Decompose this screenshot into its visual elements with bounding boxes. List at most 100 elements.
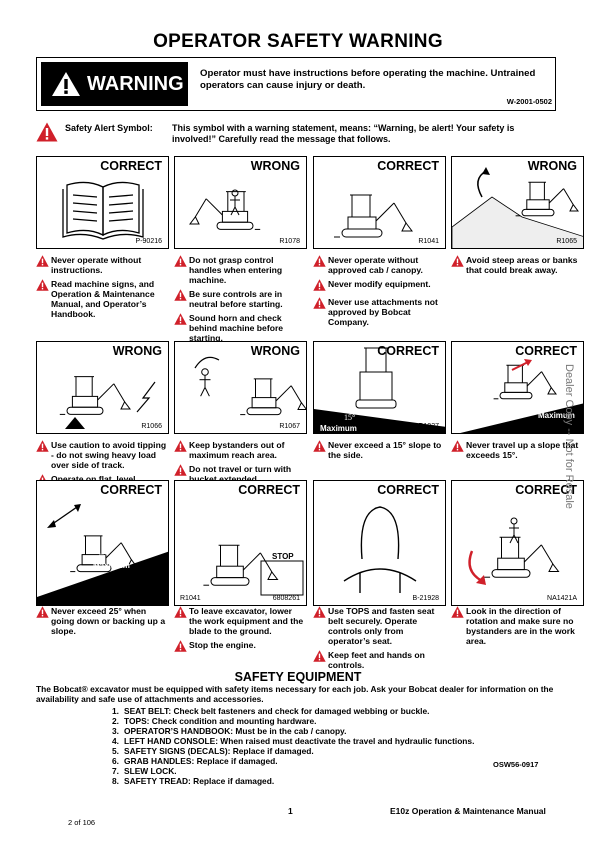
page-number: 1 — [288, 806, 293, 816]
caption-text: Never travel up a slope that exceeds 15°… — [466, 440, 579, 460]
warning-text: Operator must have instructions before o… — [200, 68, 536, 91]
operator-seat-drawing — [343, 506, 417, 593]
caption-item: Use TOPS and fasten seat belt securely. … — [313, 606, 446, 646]
page-of-total: 2 of 106 — [68, 818, 96, 827]
caption-text: Stop the engine. — [189, 640, 256, 650]
panel-code: P-90216 — [135, 238, 162, 245]
caption-item: Use caution to avoid tipping - do not sw… — [36, 440, 169, 470]
caption-text: Be sure controls are in neutral before s… — [189, 289, 283, 309]
panel-captions: Never operate without approved cab / can… — [313, 255, 446, 331]
list-item: 2.TOPS: Check condition and mounting har… — [112, 716, 317, 726]
panel-code: R1041 — [180, 595, 201, 602]
panel-code-2: 6808261 — [272, 595, 300, 602]
panel-code: NA1421A — [547, 595, 577, 602]
manual-title: E10z Operation & Maintenance Manual — [390, 806, 546, 816]
safety-alert-label: Safety Alert Symbol: — [65, 123, 153, 133]
list-item: 5.SAFETY SIGNS (DECALS): Replace if dama… — [112, 746, 314, 756]
alert-icon — [174, 640, 187, 652]
caption-item: Stop the engine. — [174, 640, 307, 654]
caption-text: Use TOPS and fasten seat belt securely. … — [328, 606, 435, 646]
alert-icon — [313, 650, 326, 662]
panel-illustration — [314, 347, 445, 433]
person-drawing — [509, 517, 519, 544]
panel-code: R1019 — [141, 595, 162, 602]
page-title: OPERATOR SAFETY WARNING — [153, 31, 443, 52]
panel-captions: Never exceed 25° when going down or back… — [36, 606, 169, 640]
panel-captions: Use TOPS and fasten seat belt securely. … — [313, 606, 446, 674]
arrow-icon — [136, 381, 156, 413]
panel-header: WRONG — [250, 344, 300, 358]
list-item: 1.SEAT BELT: Check belt fasteners and ch… — [112, 706, 430, 716]
stop-label: STOP — [272, 552, 294, 561]
alert-icon — [313, 279, 326, 291]
caption-item: Keep bystanders out of maximum reach are… — [174, 440, 307, 460]
panel-captions: Avoid steep areas or banks that could br… — [451, 255, 584, 279]
caption-text: To leave excavator, lower the work equip… — [189, 606, 304, 636]
caption-text: Keep feet and hands on controls. — [328, 650, 425, 670]
excavator-drawing — [59, 376, 131, 415]
panel-captions: Never exceed a 15° slope to the side. — [313, 440, 446, 464]
panel-captions: Never travel up a slope that exceeds 15°… — [451, 440, 584, 464]
alert-icon — [36, 606, 49, 618]
safety-panel: CORRECT NA1421A — [451, 480, 584, 606]
caption-text: Do not travel or turn with bucket extend… — [189, 464, 292, 484]
panel-illustration — [194, 356, 306, 416]
list-item: 3.OPERATOR’S HANDBOOK: Must be in the ca… — [112, 726, 347, 736]
panel-code: R1027 — [418, 423, 439, 430]
safety-alert-text: This symbol with a warning statement, me… — [172, 123, 515, 144]
caption-text: Read machine signs, and Operation & Main… — [51, 279, 155, 319]
alert-icon — [313, 255, 326, 267]
panel-illustration — [189, 189, 261, 230]
panel-captions: To leave excavator, lower the work equip… — [174, 606, 307, 658]
safety-equipment-title: SAFETY EQUIPMENT — [234, 670, 362, 684]
caption-text: Avoid steep areas or banks that could br… — [466, 255, 578, 275]
panel-illustration — [468, 517, 560, 585]
excavator-drawing — [493, 364, 557, 400]
osw-code: OSW56-0917 — [493, 760, 539, 769]
safety-equipment-list: 1.SEAT BELT: Check belt fasteners and ch… — [103, 706, 523, 786]
list-item: 6.GRAB HANDLES: Replace if damaged. — [112, 756, 278, 766]
arrow-icon — [468, 550, 483, 583]
caption-item: Never modify equipment. — [313, 279, 446, 293]
excavator-drawing — [355, 347, 397, 409]
excavator-drawing — [484, 536, 560, 578]
slope-angle: 15° — [344, 413, 356, 422]
excavator-drawing — [240, 378, 306, 416]
caption-item: Never exceed a 15° slope to the side. — [313, 440, 446, 460]
alert-icon — [174, 289, 187, 301]
caption-text: Use caution to avoid tipping - do not sw… — [51, 440, 167, 470]
panel-code: R1066 — [141, 423, 162, 430]
panel-header: CORRECT — [515, 483, 577, 497]
caption-text: Never operate without instructions. — [51, 255, 142, 275]
arrow-icon — [477, 170, 487, 198]
caption-item: Do not grasp control handles when enteri… — [174, 255, 307, 285]
caption-item: Keep feet and hands on controls. — [313, 650, 446, 670]
alert-icon — [174, 464, 187, 476]
alert-icon — [451, 255, 464, 267]
alert-icon — [313, 297, 326, 309]
panel-header: CORRECT — [377, 159, 439, 173]
arrow-icon — [511, 361, 529, 371]
panel-header: CORRECT — [377, 483, 439, 497]
panel-illustration — [59, 376, 156, 429]
panel-captions: Never operate without instructions. Read … — [36, 255, 169, 323]
list-item: 4.LEFT HAND CONSOLE: When raised must de… — [112, 736, 475, 746]
caption-text: Look in the direction of rotation and ma… — [466, 606, 575, 646]
caption-text: Never exceed 25° when going down or back… — [51, 606, 166, 636]
alert-icon — [451, 440, 464, 452]
caption-item: Never operate without instructions. — [36, 255, 169, 275]
alert-icon — [451, 606, 464, 618]
caption-text: Do not grasp control handles when enteri… — [189, 255, 283, 285]
warning-triangle-icon — [52, 72, 80, 96]
caption-item: To leave excavator, lower the work equip… — [174, 606, 307, 636]
caption-item: Never operate without approved cab / can… — [313, 255, 446, 275]
excavator-drawing — [334, 194, 413, 238]
